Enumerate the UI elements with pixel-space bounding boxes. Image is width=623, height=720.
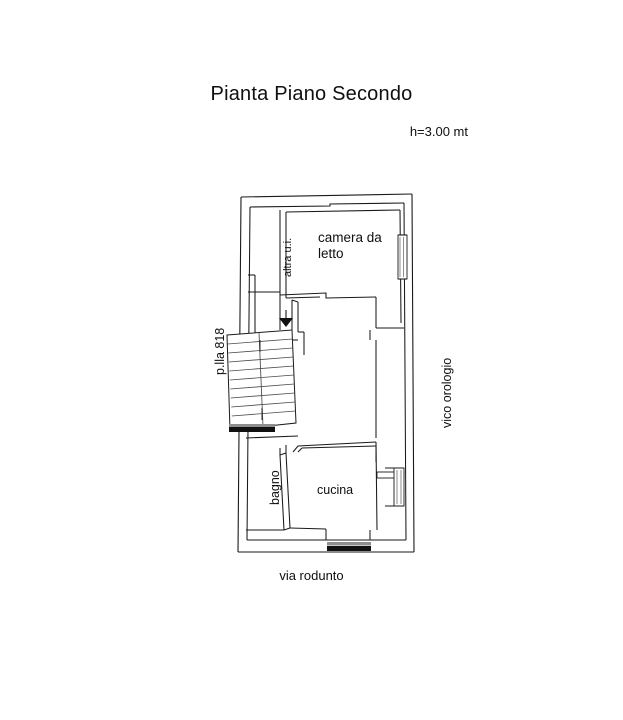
annotation-altra-unita-immobiliare: altra u.i. [282, 237, 294, 277]
boundary-label-via-rodunto: via rodunto [279, 568, 344, 583]
boundary-label-parcel: p.lla 818 [213, 327, 227, 375]
door-stair-foot [229, 424, 275, 432]
room-label-bagno: bagno [268, 470, 282, 505]
room-cucina-walls [289, 441, 378, 540]
mid-right-wall [369, 330, 377, 438]
boundary-label-vico-orologio: vico orologio [440, 357, 454, 428]
room-bagno-walls [245, 435, 299, 531]
floor-plan-svg [226, 193, 415, 553]
room-label-camera-da-letto: camera da letto [318, 230, 382, 262]
stair-landing-walls [248, 274, 305, 355]
window-right-lower [376, 467, 405, 507]
room-label-cucina: cucina [317, 483, 354, 497]
staircase [226, 329, 297, 431]
room-camera-da-letto-walls [279, 209, 404, 329]
ceiling-height-note: h=3.00 mt [409, 124, 468, 139]
floor-plan-drawing [180, 180, 460, 570]
door-bottom-entry [327, 542, 371, 551]
stair-direction-arrow-icon [279, 310, 293, 327]
window-right-upper [397, 234, 408, 280]
page-title: Pianta Piano Secondo [210, 83, 413, 105]
